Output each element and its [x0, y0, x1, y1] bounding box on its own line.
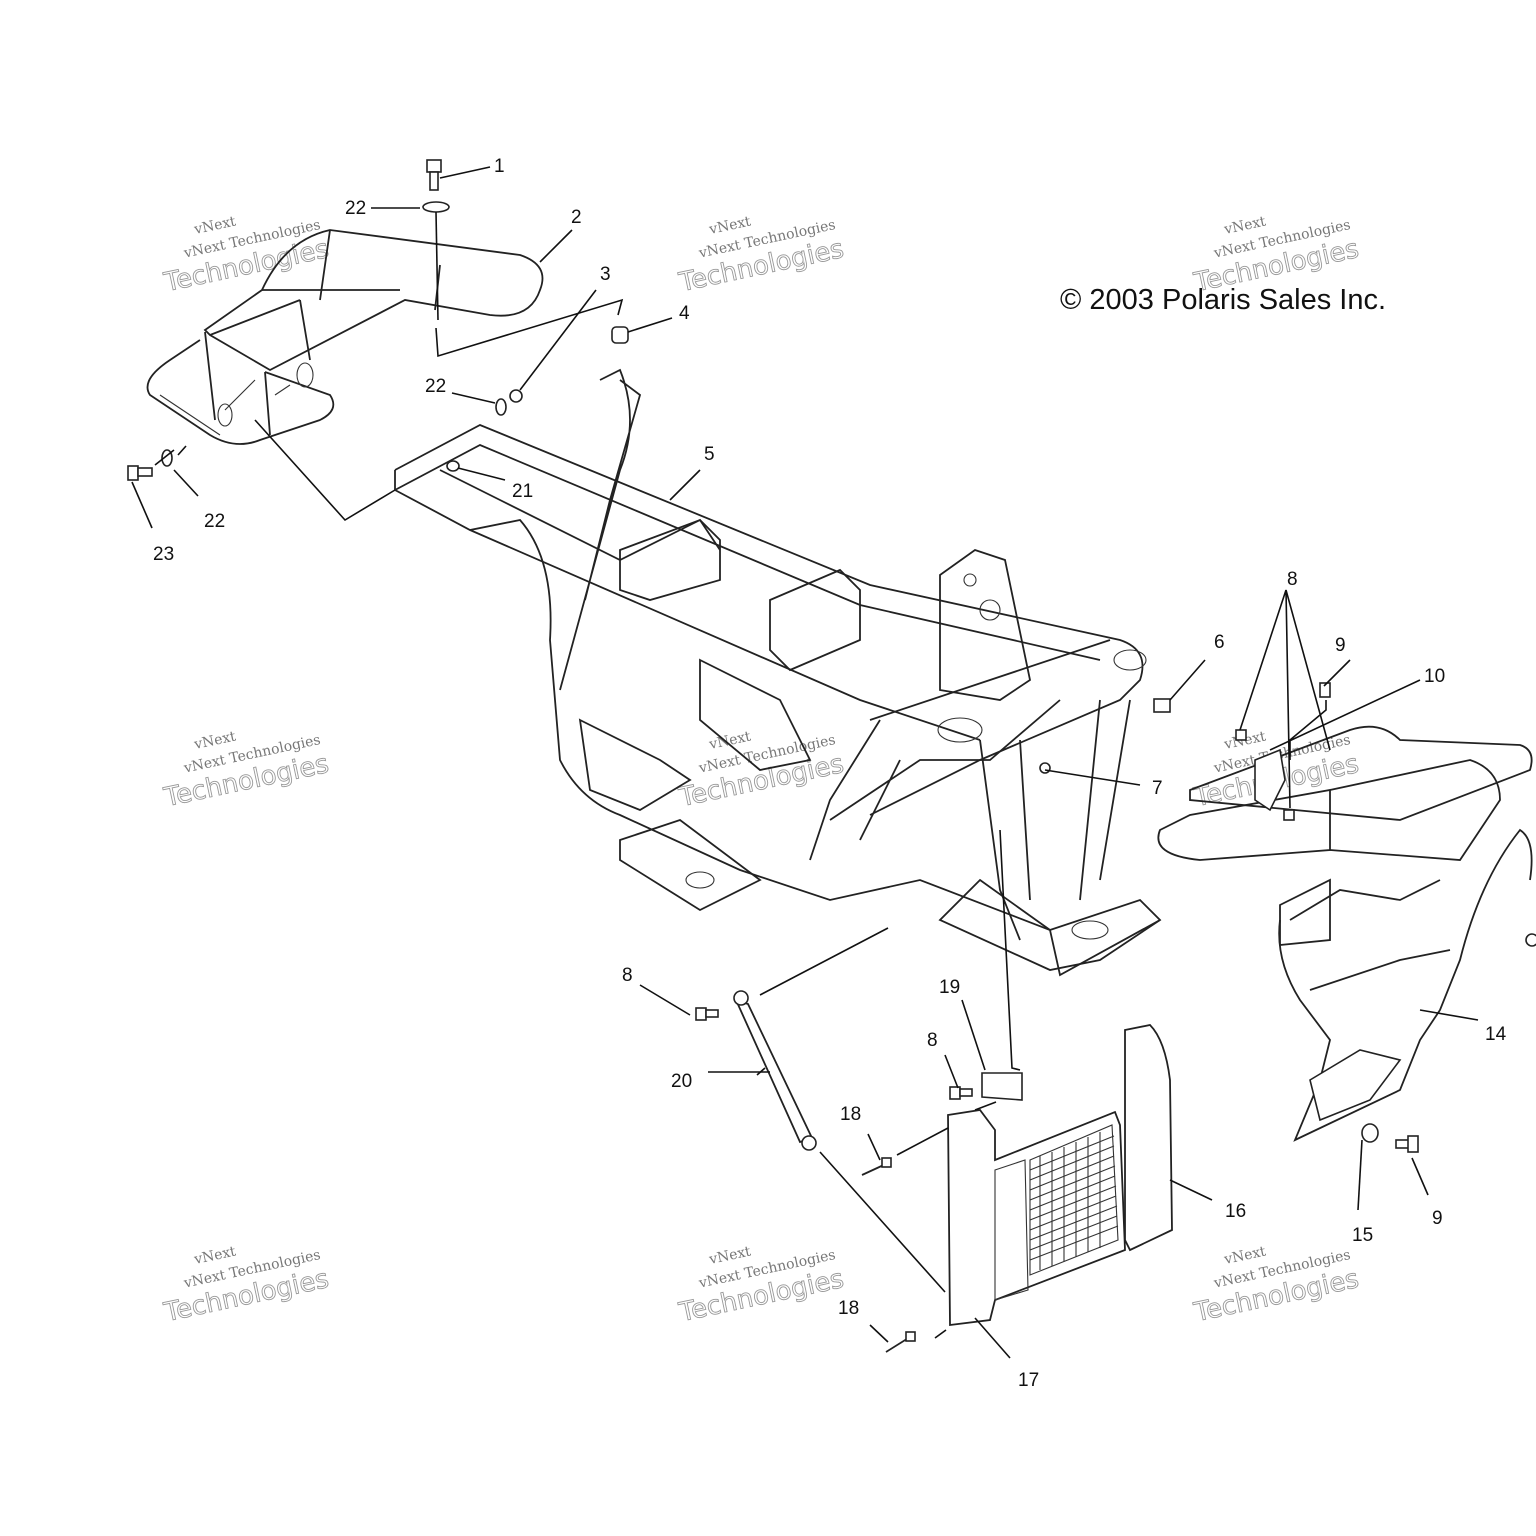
svg-text:vNext: vNext: [1222, 1244, 1268, 1269]
callout-2: 2: [571, 207, 582, 228]
svg-text:vNext: vNext: [1222, 214, 1268, 239]
copyright-text: © 2003 Polaris Sales Inc.: [1060, 284, 1386, 316]
callout-6: 6: [1214, 632, 1225, 653]
svg-text:vNext: vNext: [707, 214, 753, 239]
callout-5: 5: [704, 444, 715, 465]
callout-10: 10: [1424, 666, 1445, 687]
bolt-1: [426, 159, 442, 191]
grill-mesh: [1029, 1132, 1119, 1270]
watermark-middle-left: vNext vNext Technologies Technologies: [160, 729, 331, 814]
callout-18-top: 18: [840, 1104, 861, 1125]
callout-8-top: 8: [1287, 569, 1298, 590]
screw-18-a-head: [881, 1157, 892, 1168]
bracket-10: [1254, 748, 1286, 812]
callout-4: 4: [679, 303, 690, 324]
callout-20: 20: [671, 1071, 692, 1092]
edge-fastener: [1525, 933, 1536, 947]
callout-7: 7: [1152, 778, 1163, 799]
callout-23: 23: [153, 544, 174, 565]
nut-7: [1039, 762, 1051, 774]
callout-8-mid: 8: [622, 965, 633, 986]
svg-text:vNext: vNext: [192, 214, 238, 239]
bolt-9-top: [1319, 682, 1331, 698]
main-frame: [394, 368, 1162, 977]
callout-8-lower: 8: [927, 1030, 938, 1051]
callout-22-left: 22: [204, 511, 225, 532]
callout-1: 1: [494, 156, 505, 177]
washer-22-top: [422, 201, 450, 213]
watermark-top-center: vNext vNext Technologies Technologies: [675, 214, 846, 299]
leader-lines: [131, 166, 1479, 1359]
screw-18-b-head: [905, 1331, 916, 1342]
callout-22-mid: 22: [425, 376, 446, 397]
strut-20: [733, 990, 817, 1151]
callout-15: 15: [1352, 1225, 1373, 1246]
callout-labels: 1 2 3 4 5 6 7 8 8 8 9 9 10 14 15 16 17 1…: [153, 156, 1507, 1391]
front-rack-bumper: [1157, 725, 1533, 1142]
callout-18-bottom: 18: [838, 1298, 859, 1319]
watermark-bottom-center: vNext vNext Technologies Technologies: [675, 1244, 846, 1329]
nut-21: [446, 460, 460, 472]
bolt-8-right-b: [1283, 809, 1295, 821]
svg-text:vNext: vNext: [192, 729, 238, 754]
bumper-6: [1153, 698, 1171, 713]
bolt-8-lower: [949, 1086, 973, 1100]
callout-9-bottom: 9: [1432, 1208, 1443, 1229]
washer-22-mid: [495, 398, 507, 416]
callout-14: 14: [1485, 1024, 1507, 1045]
callout-17: 17: [1018, 1370, 1039, 1391]
watermark-bottom-right: vNext vNext Technologies Technologies: [1190, 1244, 1361, 1329]
callout-22-top: 22: [345, 198, 366, 219]
bracket-19: [981, 1072, 1023, 1101]
watermark-top-right: vNext vNext Technologies Technologies: [1190, 214, 1361, 299]
nut-15: [1361, 1123, 1379, 1143]
callout-3: 3: [600, 264, 611, 285]
nut-3: [509, 389, 523, 403]
front-grill-panel: [947, 1024, 1173, 1327]
callout-9-top: 9: [1335, 635, 1346, 656]
bolt-9-bottom: [1395, 1135, 1419, 1153]
callout-19: 19: [939, 977, 960, 998]
bolt-23: [127, 465, 153, 481]
watermark-middle-center: vNext vNext Technologies Technologies: [675, 729, 846, 814]
svg-text:vNext: vNext: [707, 1244, 753, 1269]
bolt-8-right-a: [1235, 729, 1247, 741]
watermark-bottom-left: vNext vNext Technologies Technologies: [160, 1244, 331, 1329]
callout-16: 16: [1225, 1201, 1246, 1222]
bushing-4: [611, 326, 629, 344]
callout-21: 21: [512, 481, 533, 502]
svg-text:vNext: vNext: [192, 1244, 238, 1269]
watermark-top-left: vNext vNext Technologies Technologies: [160, 214, 331, 299]
bolt-8-mid: [695, 1007, 719, 1021]
